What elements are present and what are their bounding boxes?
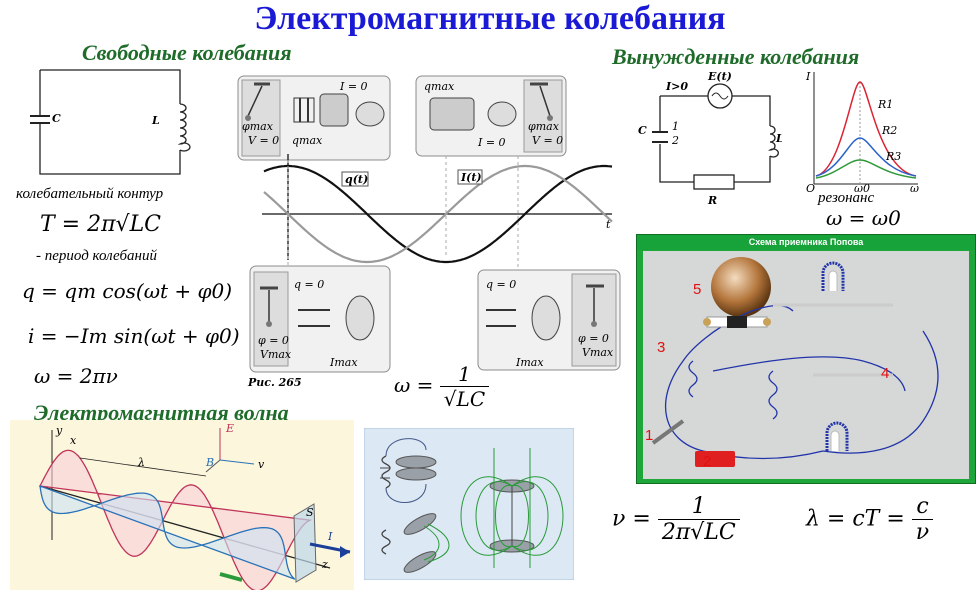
page-title: Электромагнитные колебания	[254, 0, 726, 37]
resonance-caption: резонанс	[818, 190, 875, 206]
resonance-curve-r2	[815, 137, 917, 177]
svg-text:I = 0: I = 0	[339, 80, 368, 93]
label-3: 3	[657, 339, 666, 356]
dipole-field-diagram	[364, 428, 574, 580]
svg-text:φ = 0: φ = 0	[578, 332, 609, 345]
em-wave-diagram: y x z λ E B v S I	[10, 420, 354, 590]
svg-text:ω: ω	[910, 182, 919, 194]
period-caption: - период колебаний	[36, 248, 157, 264]
label-4: 4	[881, 365, 890, 382]
circuit-caption: колебательный контур	[16, 186, 164, 202]
battery	[695, 451, 735, 467]
resonance-chart: I ω O ω0 R1 R2 R3	[805, 70, 919, 194]
charge-curve	[263, 164, 613, 264]
svg-text:qmax: qmax	[424, 80, 455, 93]
label-2: 2	[703, 453, 712, 470]
label-1: 1	[645, 427, 654, 444]
svg-text:q = 0: q = 0	[486, 278, 516, 291]
lc-circuit-diagram: C L	[30, 69, 191, 175]
popov-receiver-panel: Схема приемника Попова	[636, 234, 976, 484]
popov-header: Схема приемника Попова	[637, 235, 975, 250]
popov-scheme: 5 3 4 1 2	[643, 251, 969, 479]
current-formula: i = −Im sin(ωt + φ0)	[28, 324, 240, 348]
svg-text:R3: R3	[885, 150, 901, 163]
svg-text:x: x	[70, 434, 77, 447]
sphere	[711, 257, 771, 317]
svg-text:V = 0: V = 0	[532, 134, 563, 147]
label-5: 5	[693, 281, 702, 298]
capacitor-label: C	[52, 112, 61, 125]
svg-text:λ: λ	[137, 456, 145, 469]
resonance-curve-r3	[815, 159, 917, 179]
svg-text:Imax: Imax	[329, 356, 358, 369]
svg-text:R1: R1	[877, 98, 893, 111]
svg-text:qmax: qmax	[292, 134, 323, 147]
svg-text:Vmax: Vmax	[260, 348, 292, 361]
svg-text:R: R	[707, 194, 717, 207]
svg-text:ω0: ω0	[854, 182, 870, 194]
svg-text:t: t	[606, 218, 611, 231]
svg-text:1: 1	[672, 120, 679, 133]
svg-text:V = 0: V = 0	[248, 134, 279, 147]
svg-text:R2: R2	[881, 124, 897, 137]
svg-text:C: C	[638, 124, 647, 137]
svg-text:z: z	[321, 558, 328, 571]
inductor-label: L	[151, 114, 160, 127]
svg-text:q = 0: q = 0	[294, 278, 324, 291]
svg-text:q(t): q(t)	[345, 173, 368, 186]
svg-text:L: L	[775, 132, 782, 145]
oscillation-figure: φmax V = 0 qmax I = 0 qmax I = 0 φmax V …	[237, 75, 621, 389]
resonance-formula: ω = ω0	[826, 206, 901, 230]
svg-text:I: I	[327, 530, 333, 543]
charge-formula: q = qm cos(ωt + φ0)	[22, 279, 233, 303]
svg-text:v: v	[258, 458, 265, 471]
magnetic-field-wave	[39, 485, 296, 580]
svg-text:y: y	[55, 424, 63, 437]
svg-text:I: I	[805, 70, 811, 83]
svg-text:φmax: φmax	[242, 120, 274, 133]
current-curve	[263, 164, 613, 264]
forced-circuit-diagram: I>0 E(t) C 1 2 L R	[638, 72, 782, 207]
period-formula: T = 2π√LC	[40, 212, 162, 237]
svg-text:2: 2	[671, 134, 679, 147]
omega-formula: ω = 1√LC	[394, 362, 490, 411]
svg-text:I(t): I(t)	[460, 171, 482, 184]
svg-text:B: B	[205, 456, 214, 469]
figure-caption: Рис. 265	[247, 376, 302, 389]
svg-text:E: E	[225, 422, 234, 435]
svg-text:φmax: φmax	[528, 120, 560, 133]
section-forced-oscillations: Вынужденные колебания	[612, 44, 860, 69]
section-free-oscillations: Свободные колебания	[82, 40, 292, 65]
resonance-curve-r1	[815, 81, 917, 177]
svg-text:O: O	[806, 182, 815, 194]
svg-text:Imax: Imax	[515, 356, 544, 369]
omega-nu-formula: ω = 2πν	[34, 364, 118, 388]
svg-text:E(t): E(t)	[707, 72, 732, 83]
svg-text:I>0: I>0	[665, 80, 688, 93]
svg-text:S: S	[306, 506, 314, 519]
svg-text:Vmax: Vmax	[582, 346, 614, 359]
svg-text:I = 0: I = 0	[477, 136, 506, 149]
svg-text:φ = 0: φ = 0	[258, 334, 289, 347]
